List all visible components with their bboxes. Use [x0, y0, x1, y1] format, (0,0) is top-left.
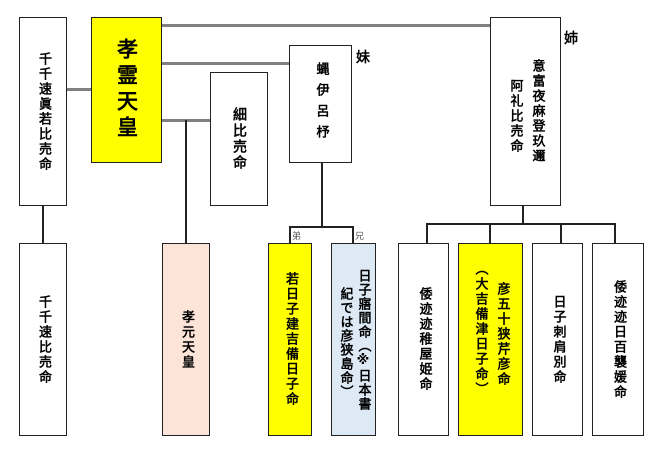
person-chichihaya-mawaka: 千千速眞若比売命: [19, 17, 67, 206]
person-kuwashi: 細比売命: [210, 72, 268, 206]
person-name-line2: 紀では彦狭島命）: [337, 286, 353, 399]
person-name-line2: （大吉備津日子命）: [472, 262, 488, 397]
person-name-line2: 阿礼比売命: [507, 79, 523, 154]
marriage-line-oyamato: [162, 24, 490, 27]
descent-line-oyamato: [522, 206, 524, 224]
descent-line-haeiroto: [321, 163, 323, 227]
person-name-group: 彦五十狭芹彦命 （大吉備津日子命）: [470, 262, 512, 397]
person-name: 千千速眞若比売命: [36, 51, 51, 172]
branch-4-oyamato: [614, 223, 616, 243]
branch-left-haeiroto: [289, 226, 291, 243]
label-younger-sister: 妹: [356, 50, 370, 66]
person-wakahiko-take: 若日子建吉備日子命: [268, 243, 312, 436]
person-yamato-momoso: 倭迹迹日百襲媛命: [592, 243, 644, 436]
person-haeiroto: 蝿伊呂杼: [289, 45, 352, 163]
person-yamato-toto-waka: 倭迹迹稚屋姫命: [398, 243, 449, 436]
person-korei: 孝霊天皇: [91, 17, 162, 163]
person-isaseri: 彦五十狭芹彦命 （大吉備津日子命）: [458, 243, 523, 436]
branch-line-haeiroto: [289, 226, 353, 228]
label-older-sister: 姉: [564, 31, 578, 47]
person-name-group: 意富夜麻登玖邇 阿礼比売命: [505, 59, 547, 164]
marriage-line-chichihaya-mawaka: [67, 88, 91, 91]
person-name: 蝿伊呂杼: [313, 62, 329, 146]
descent-line-chichihaya: [42, 206, 44, 243]
branch-3-oyamato: [560, 223, 562, 243]
person-name: 倭迹迹日百襲媛命: [611, 279, 626, 400]
person-name: 孝霊天皇: [114, 38, 139, 142]
person-name: 細比売命: [231, 107, 247, 171]
person-name-line1: 日子寤間命（※日本書: [355, 268, 371, 411]
person-name: 倭迹迹稚屋姫命: [416, 287, 432, 392]
descent-line-kogen: [185, 120, 187, 243]
person-chichihaya: 千千速比売命: [19, 243, 67, 436]
person-name-group: 日子寤間命（※日本書 紀では彦狭島命）: [336, 269, 372, 411]
person-name: 日子刺肩別命: [550, 294, 566, 385]
branch-line-oyamato: [426, 223, 615, 225]
label-younger-brother: 弟: [292, 232, 302, 242]
label-older-brother: 兄: [355, 232, 365, 242]
person-name: 孝元天皇: [179, 309, 194, 370]
person-name: 千千速比売命: [36, 294, 51, 385]
branch-right-haeiroto: [352, 226, 354, 243]
person-name-line1: 意富夜麻登玖邇: [529, 59, 545, 164]
branch-2-oyamato: [489, 223, 491, 243]
person-name-line1: 彦五十狭芹彦命: [494, 282, 510, 387]
person-kogen: 孝元天皇: [162, 243, 210, 436]
marriage-line-haeiroto: [162, 62, 289, 65]
person-hiko-samema: 日子寤間命（※日本書 紀では彦狭島命）: [331, 243, 376, 436]
person-oyamato: 意富夜麻登玖邇 阿礼比売命: [490, 17, 561, 206]
person-hiko-sashikata: 日子刺肩別命: [532, 243, 583, 436]
branch-1-oyamato: [426, 223, 428, 243]
person-name: 若日子建吉備日子命: [283, 272, 298, 407]
